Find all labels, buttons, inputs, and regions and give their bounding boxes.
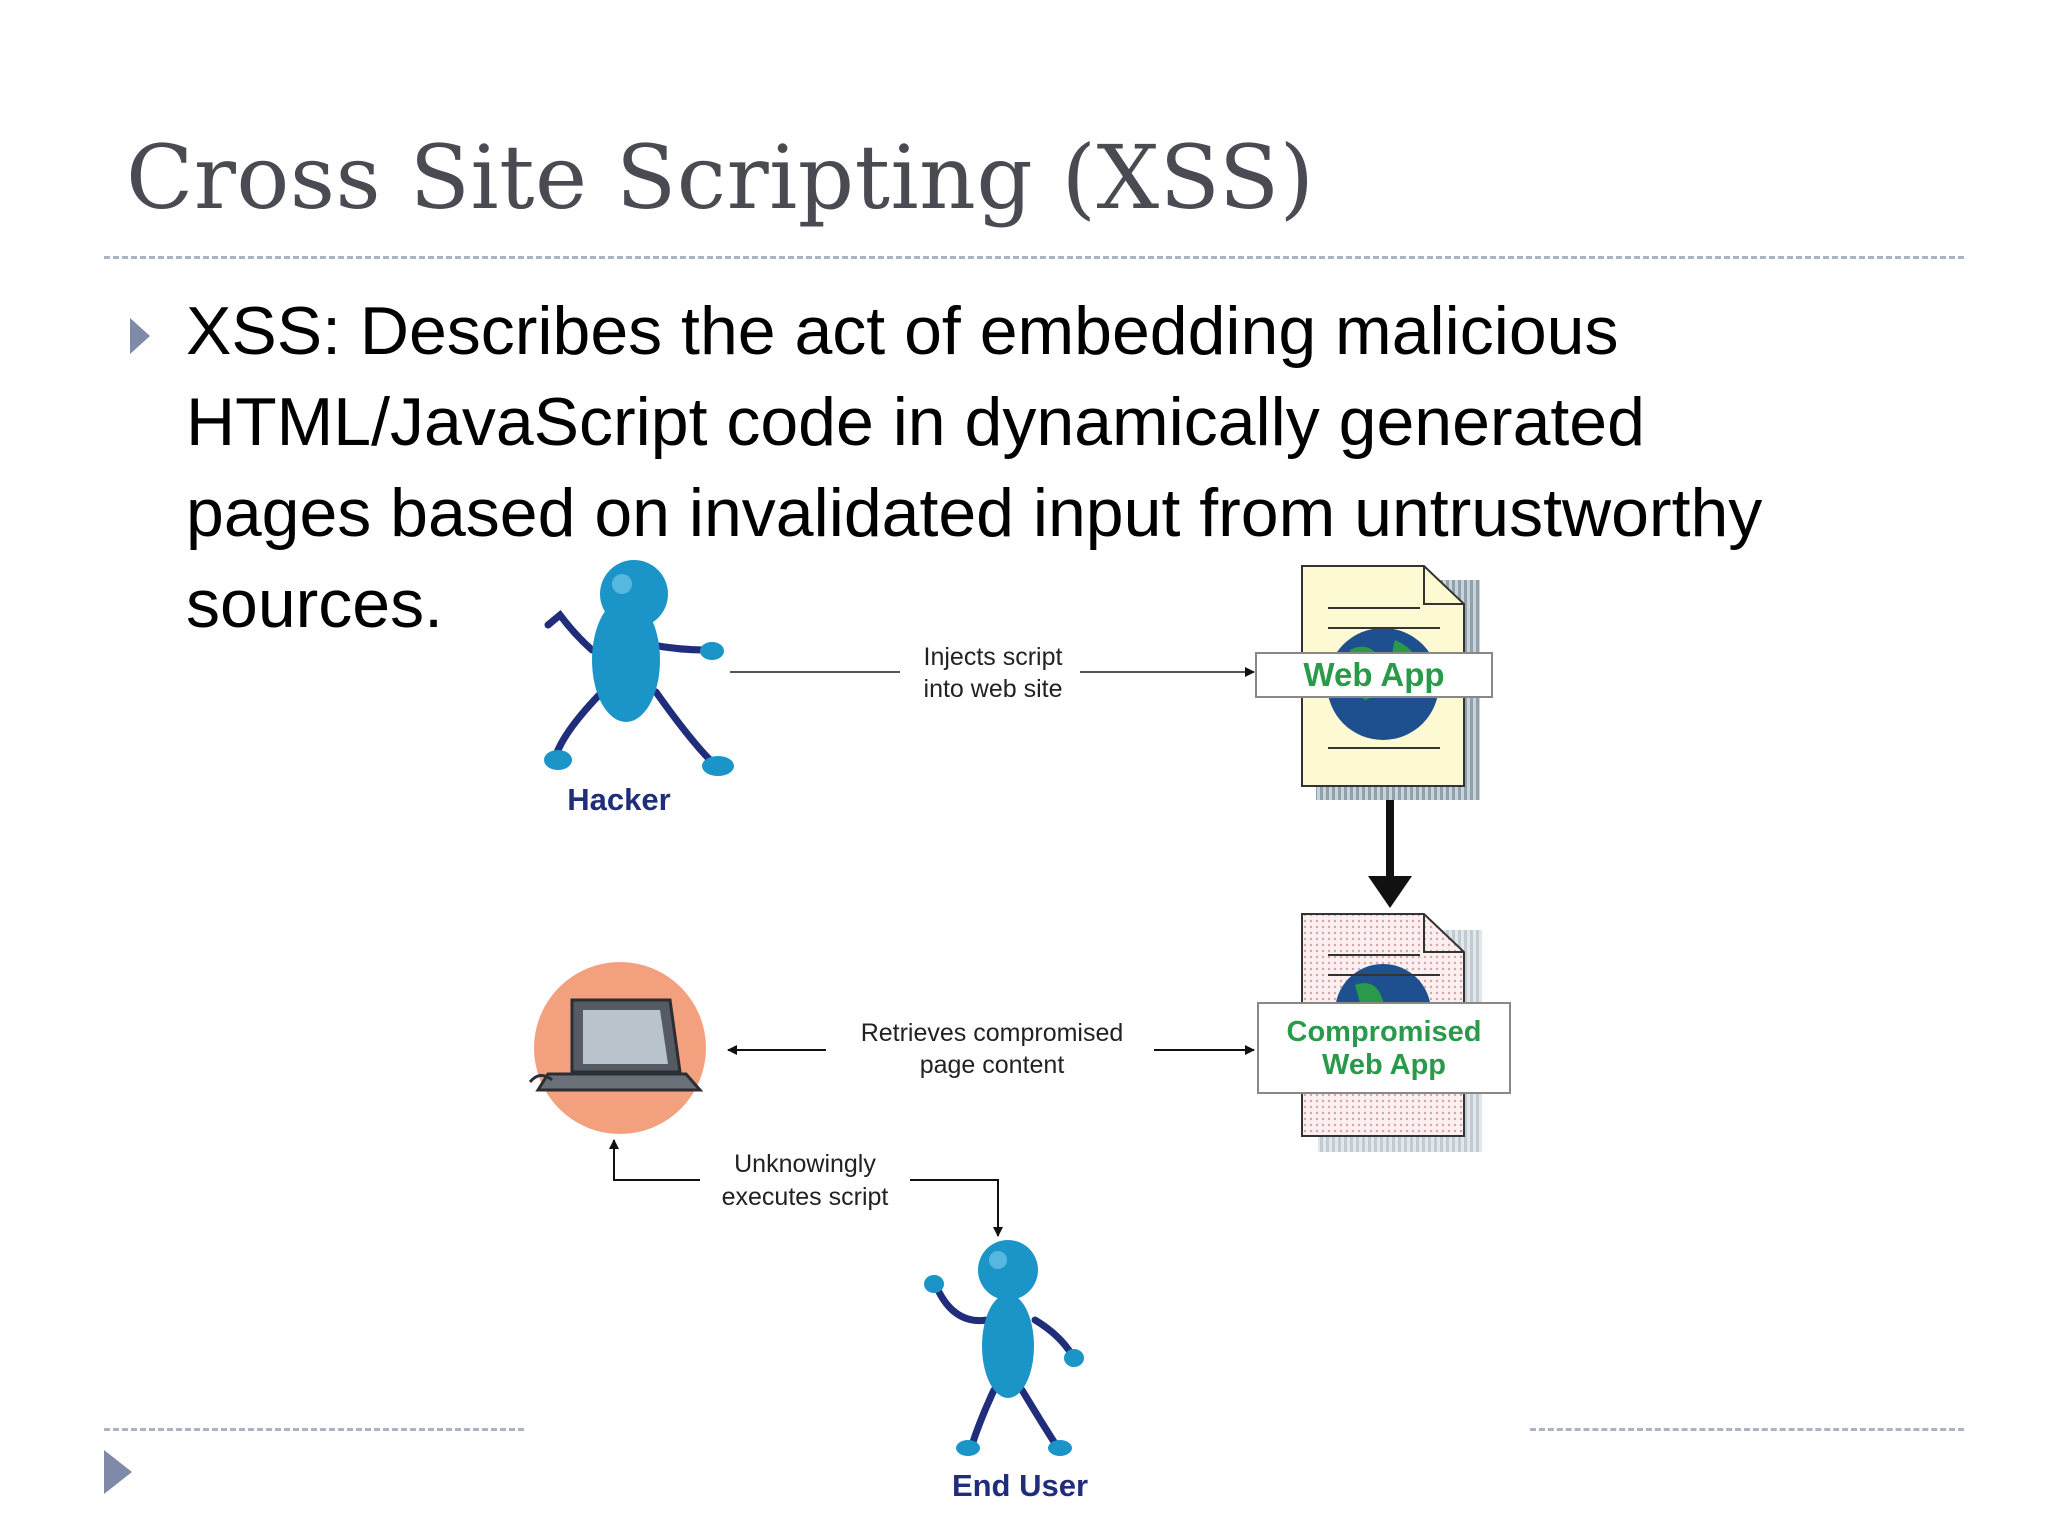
execute-arrow-up: [614, 1140, 700, 1180]
hacker-figure-icon: [544, 560, 734, 776]
end-user-figure-icon: [924, 1240, 1084, 1456]
execute-arrow-down: [910, 1180, 998, 1236]
web-app-label: Web App: [1303, 656, 1444, 693]
retrieve-label-line1: Retrieves compromised: [861, 1019, 1124, 1047]
retrieve-label-line2: page content: [920, 1051, 1065, 1079]
execute-label-line1: Unknowingly: [734, 1150, 876, 1178]
compromised-label-line2: Web App: [1322, 1049, 1446, 1081]
end-user-label: End User: [952, 1468, 1088, 1503]
execute-label-line2: executes script: [722, 1183, 889, 1211]
hacker-label: Hacker: [567, 782, 670, 817]
down-arrowhead-icon: [1368, 876, 1412, 908]
inject-label-line1: Injects script: [924, 643, 1063, 671]
compromised-label-line1: Compromised: [1287, 1016, 1482, 1048]
inject-label-line2: into web site: [924, 675, 1063, 703]
laptop-icon: [530, 962, 706, 1134]
